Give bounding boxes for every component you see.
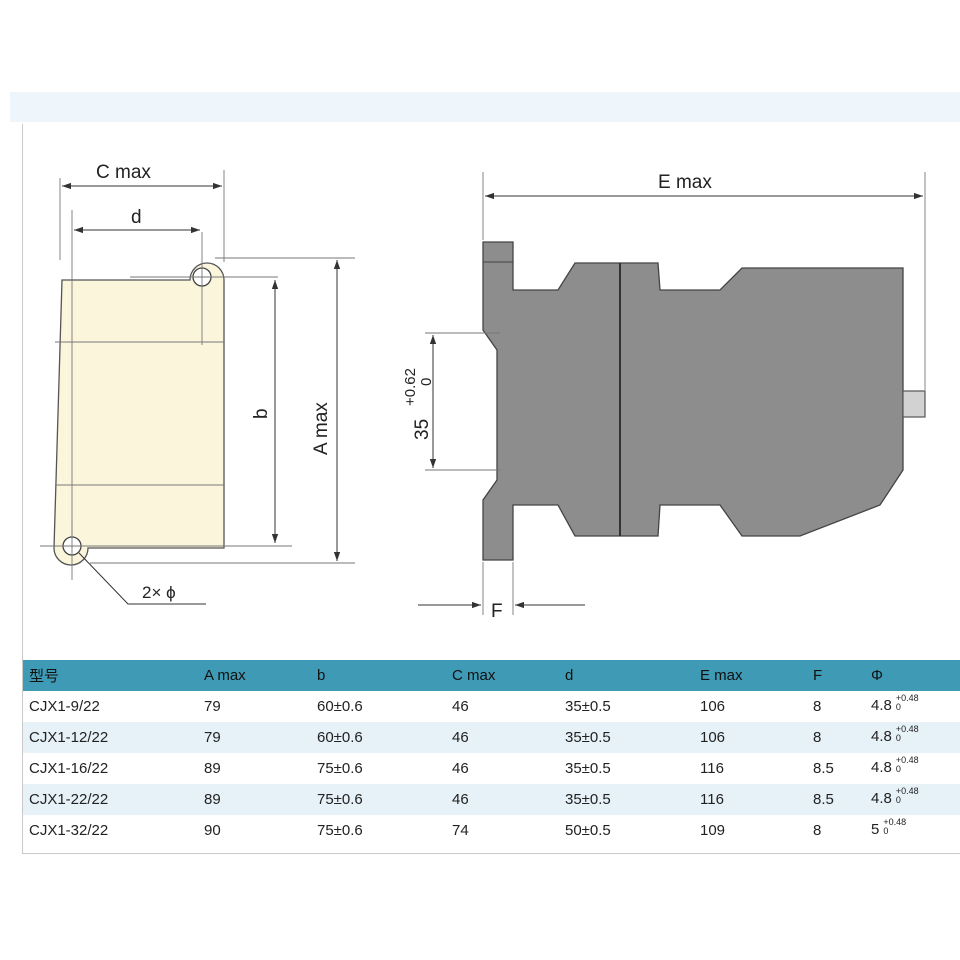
cell-f: 8.5 [813, 760, 834, 777]
cell-e-max: 106 [694, 722, 807, 753]
a-max-label: A max [311, 402, 332, 455]
cell-model: CJX1-9/22 [29, 698, 100, 715]
cell-d: 35±0.5 [559, 722, 694, 753]
front-view-body [53, 262, 225, 566]
cell-model: CJX1-32/22 [29, 822, 109, 839]
d-label: d [131, 207, 142, 228]
phi-tol-upper: +0.48 [895, 785, 919, 796]
rail-tol-lower: 0 [418, 378, 435, 386]
phi-tol-lower: 0 [895, 763, 901, 774]
cell-a-max: 90 [204, 822, 221, 839]
cell-c-max: 46 [452, 760, 469, 777]
phi-value: 4.8 [871, 759, 892, 777]
col-header-a-max: A max [198, 660, 311, 691]
front-view: C max d b A max 2× ϕ [40, 162, 355, 605]
cell-b: 60±0.6 [311, 722, 446, 753]
col-header-f: F [807, 660, 865, 691]
e-max-label: E max [658, 172, 712, 193]
cell-c-max: 46 [446, 722, 559, 753]
col-header-d: d [559, 660, 694, 691]
side-view-button [902, 390, 926, 418]
cell-model: CJX1-12/22 [23, 722, 198, 753]
side-view: E max 35 +0.62 0 F [402, 172, 926, 622]
col-header-model: 型号 [23, 660, 198, 691]
holes-label: 2× ϕ [142, 583, 176, 602]
holes-leader [78, 552, 206, 605]
phi-tol-lower: 0 [895, 794, 901, 805]
header-band [10, 92, 960, 122]
col-header-b: b [311, 660, 446, 691]
rail-tol-upper: +0.62 [402, 368, 419, 406]
cell-a-max: 79 [198, 722, 311, 753]
cell-d: 35±0.5 [565, 698, 611, 715]
cell-e-max: 116 [694, 784, 807, 815]
cell-b: 75±0.6 [317, 760, 363, 777]
phi-value: 4.8 [871, 728, 892, 746]
cell-a-max: 89 [198, 784, 311, 815]
table-row: CJX1-12/22 79 60±0.6 46 35±0.5 106 8 4.8… [23, 722, 960, 753]
phi-value: 5 [871, 821, 880, 839]
cell-b: 75±0.6 [317, 822, 363, 839]
phi-tol-upper: +0.48 [895, 754, 919, 765]
col-header-phi: Φ [865, 660, 960, 691]
cell-b: 75±0.6 [311, 784, 446, 815]
table-row: CJX1-16/22 89 75±0.6 46 35±0.5 116 8.5 4… [23, 753, 960, 784]
cell-e-max: 116 [700, 760, 724, 777]
phi-value: 4.8 [871, 697, 892, 715]
cell-a-max: 79 [204, 698, 221, 715]
phi-tol-lower: 0 [895, 732, 901, 743]
cell-a-max: 89 [204, 760, 221, 777]
phi-tol-lower: 0 [895, 701, 901, 712]
cell-model: CJX1-22/22 [23, 784, 198, 815]
table-header-row: 型号 A max b C max d E max F Φ [23, 660, 960, 691]
c-max-label: C max [96, 162, 151, 183]
col-header-e-max: E max [694, 660, 807, 691]
table-row: CJX1-22/22 89 75±0.6 46 35±0.5 116 8.5 4… [23, 784, 960, 815]
phi-value: 4.8 [871, 790, 892, 808]
col-header-c-max: C max [446, 660, 559, 691]
cell-e-max: 106 [700, 698, 726, 715]
cell-d: 35±0.5 [559, 784, 694, 815]
cell-f: 8 [813, 698, 822, 715]
dimension-drawing: C max d b A max 2× ϕ E max 35 +0.62 [40, 162, 926, 622]
table-row: CJX1-9/22 79 60±0.6 46 35±0.5 106 8 4.8+… [23, 691, 960, 722]
cell-f: 8 [813, 822, 822, 839]
cell-b: 60±0.6 [317, 698, 363, 715]
cell-c-max: 46 [446, 784, 559, 815]
cell-d: 35±0.5 [565, 760, 611, 777]
side-view-body [482, 241, 904, 561]
cell-model: CJX1-16/22 [29, 760, 109, 777]
b-label: b [251, 408, 272, 419]
cell-c-max: 46 [452, 698, 469, 715]
cell-c-max: 74 [452, 822, 469, 839]
cell-e-max: 109 [700, 822, 726, 839]
phi-tol-upper: +0.48 [883, 816, 907, 827]
spec-table: 型号 A max b C max d E max F Φ CJX1-9/22 7… [23, 660, 960, 846]
f-label: F [491, 601, 503, 622]
phi-tol-upper: +0.48 [895, 692, 919, 703]
table-row: CJX1-32/22 90 75±0.6 74 50±0.5 109 8 5+0… [23, 815, 960, 846]
cell-d: 50±0.5 [565, 822, 611, 839]
rail-width-label: 35 [412, 419, 433, 440]
phi-tol-upper: +0.48 [895, 723, 919, 734]
cell-f: 8 [807, 722, 865, 753]
cell-f: 8.5 [807, 784, 865, 815]
drawing-frame [22, 124, 960, 854]
phi-tol-lower: 0 [883, 825, 889, 836]
